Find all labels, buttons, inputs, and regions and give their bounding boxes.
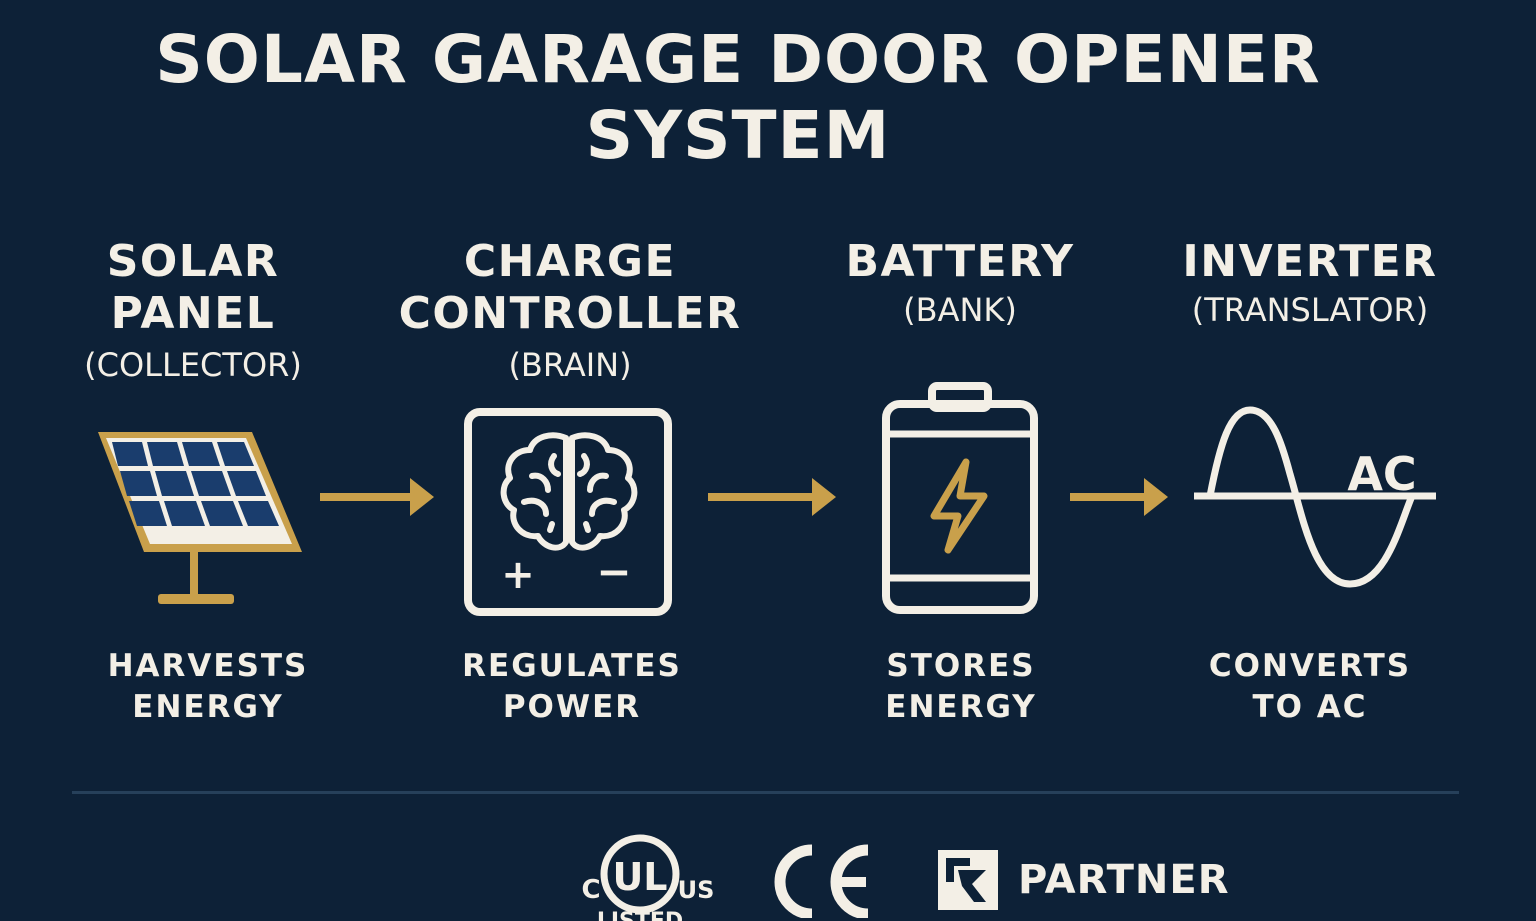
- stage-caption: HARVESTS ENERGY: [18, 646, 398, 728]
- caption-line: CONVERTS: [1208, 648, 1412, 684]
- title-line-2: SYSTEM: [585, 97, 891, 174]
- stage-name: CHARGE: [463, 236, 677, 287]
- ac-label: AC: [1347, 447, 1416, 501]
- stage-role: (COLLECTOR): [84, 346, 302, 384]
- title-line-1: SOLAR GARAGE DOOR OPENER: [155, 21, 1321, 98]
- arrow-right-icon: [1070, 478, 1168, 516]
- battery-bolt-icon: [882, 382, 1038, 614]
- brain-controller-icon: + −: [464, 408, 672, 616]
- partner-logo-icon: [938, 850, 998, 910]
- caption-line: ENERGY: [885, 689, 1037, 725]
- stage-name: SOLAR: [106, 236, 280, 287]
- stage-charge-controller-heading: CHARGE CONTROLLER (BRAIN): [380, 236, 760, 390]
- solar-panel-icon: [98, 432, 302, 604]
- partner-label: PARTNER: [1018, 857, 1230, 903]
- stage-caption: STORES ENERGY: [771, 646, 1151, 728]
- stage-role: (BANK): [903, 291, 1017, 329]
- caption-line: REGULATES: [462, 648, 682, 684]
- arrow-right-icon: [320, 478, 434, 516]
- stage-name: CONTROLLER: [398, 288, 742, 339]
- footer-divider: [72, 791, 1459, 794]
- caption-line: ENERGY: [132, 689, 284, 725]
- caption-line: HARVESTS: [107, 648, 309, 684]
- stage-name: BATTERY: [845, 236, 1075, 287]
- stage-solar-panel-heading: SOLAR PANEL (COLLECTOR): [3, 236, 383, 390]
- stage-inverter-heading: INVERTER (TRANSLATOR): [1120, 236, 1500, 332]
- ul-mark: UL: [612, 855, 667, 899]
- arrow-right-icon: [708, 478, 836, 516]
- stage-caption: REGULATES POWER: [382, 646, 762, 728]
- ul-us-mark: US: [678, 876, 715, 904]
- stage-role: (BRAIN): [508, 346, 632, 384]
- ce-mark-logo-icon: [774, 844, 869, 918]
- caption-line: POWER: [502, 689, 642, 725]
- ul-listed-logo-icon: C UL US LISTED: [581, 834, 715, 921]
- stage-name: INVERTER: [1182, 236, 1438, 287]
- caption-line: TO AC: [1252, 689, 1368, 725]
- ul-c-mark: C: [581, 875, 600, 905]
- caption-line: STORES: [886, 648, 1036, 684]
- stage-caption: CONVERTS TO AC: [1120, 646, 1500, 728]
- stage-name: PANEL: [110, 288, 276, 339]
- plus-terminal-label: +: [501, 552, 535, 598]
- page-title: SOLAR GARAGE DOOR OPENER SYSTEM: [0, 22, 1476, 174]
- stage-role: (TRANSLATOR): [1191, 291, 1429, 329]
- stage-battery-heading: BATTERY (BANK): [770, 236, 1150, 332]
- ul-listed-label: LISTED: [597, 909, 683, 921]
- minus-terminal-label: −: [596, 547, 631, 596]
- sine-wave-icon: AC: [1194, 406, 1436, 588]
